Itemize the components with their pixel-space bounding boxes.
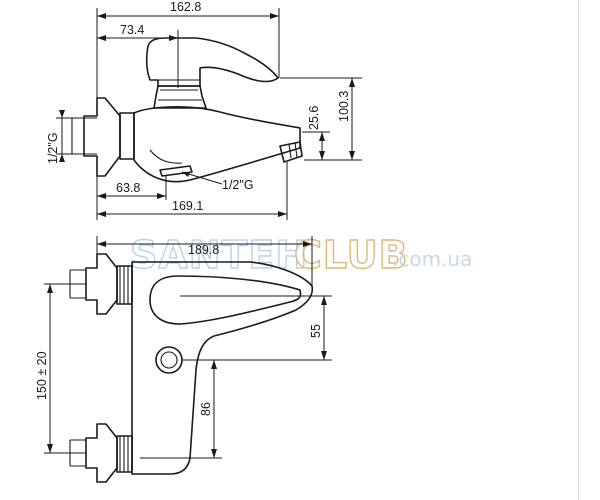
dim-total-height: 100.3 — [280, 77, 362, 161]
dim-lever-depth: 55 — [180, 295, 332, 361]
dim-label-inlet-thread: 1/2"G — [46, 132, 60, 164]
watermark: SANTEH CLUB .com.ua — [129, 232, 472, 277]
dim-body-length: 169.1 — [97, 162, 288, 220]
side-view: 162.8 73.4 100.3 25.6 — [46, 0, 362, 220]
dim-label-diverter-offset: 86 — [199, 402, 213, 416]
dim-body-offset: 63.8 — [96, 176, 167, 220]
dim-inlet-thread: 1/2"G — [46, 110, 72, 164]
dim-label-centre-distance: 150 ± 20 — [35, 351, 49, 400]
diverter-knob — [155, 346, 183, 374]
dim-label-spout-height: 25.6 — [307, 106, 321, 130]
top-body — [131, 261, 314, 475]
watermark-domain: .com.ua — [392, 247, 472, 271]
side-outlet-slot — [159, 165, 193, 177]
dim-centre-distance: 150 ± 20 — [35, 283, 86, 454]
side-cartridge-stem — [153, 85, 207, 109]
dim-label-lever-depth: 55 — [309, 324, 323, 338]
dim-diverter-offset: 86 — [140, 359, 222, 459]
dim-outlet-thread: 1/2"G — [181, 171, 254, 192]
top-inlet-upper — [85, 253, 118, 315]
side-body-contour — [149, 149, 183, 164]
dim-lever-offset: 73.4 — [97, 23, 179, 88]
side-inlet-thread — [71, 117, 97, 155]
dim-label-body-length: 169.1 — [172, 199, 203, 213]
dim-label-overall-length: 162.8 — [170, 0, 201, 14]
dim-overall-length: 162.8 — [96, 0, 280, 116]
side-coupling-nut — [119, 112, 135, 160]
side-inlet-flange — [83, 97, 121, 177]
dim-label-body-offset: 63.8 — [116, 181, 140, 195]
dim-label-overall-width: 189.8 — [188, 243, 219, 257]
right-border — [578, 0, 579, 500]
side-body — [133, 106, 301, 183]
side-spout-nozzle — [279, 141, 303, 163]
top-view: 189.8 55 86 150 ± 20 — [35, 236, 332, 483]
side-lever-handle — [145, 37, 279, 87]
dim-label-outlet-thread: 1/2"G — [222, 178, 254, 192]
watermark-part1: SANTEH — [130, 233, 308, 277]
top-lever — [149, 275, 302, 325]
diverter-knob-inner — [160, 351, 178, 369]
dim-label-total-height: 100.3 — [337, 91, 351, 122]
top-inlet-lower — [85, 423, 118, 483]
dim-spout-height: 25.6 — [302, 106, 330, 160]
dim-label-lever-offset: 73.4 — [120, 23, 144, 37]
dim-overall-width: 189.8 — [96, 236, 313, 286]
